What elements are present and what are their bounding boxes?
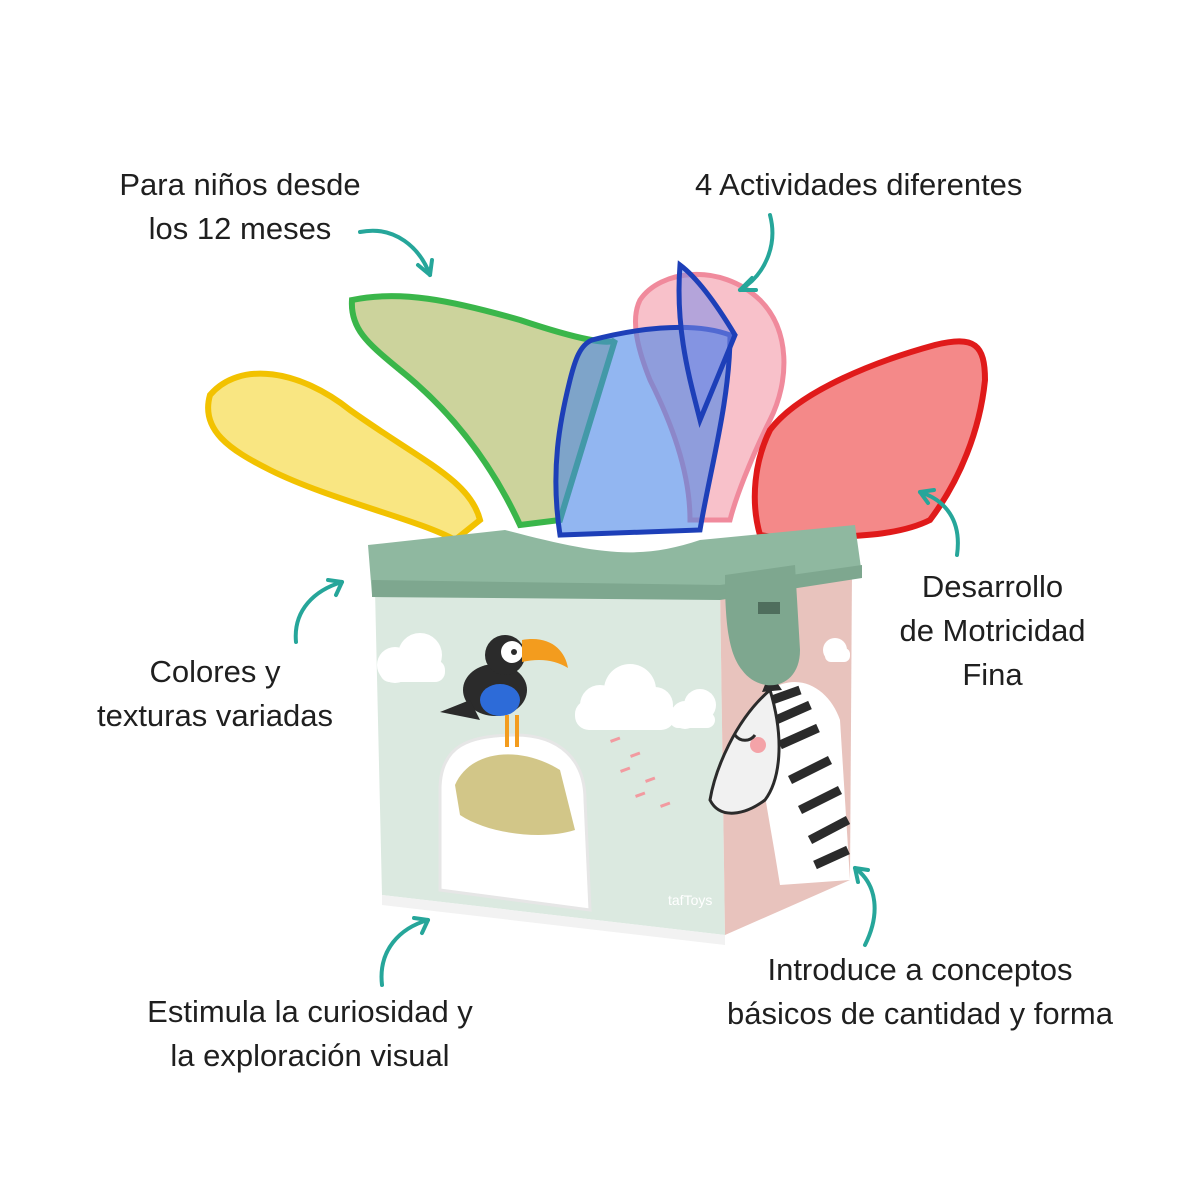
feature-motor-line3: Fina	[962, 657, 1023, 692]
toucan-icon	[440, 635, 568, 747]
feature-motor-line1: Desarrollo	[921, 569, 1064, 604]
feature-colors-label: Colores y texturas variadas	[70, 650, 360, 738]
feature-colors-line2: texturas variadas	[96, 698, 334, 733]
arrow-icon	[853, 866, 877, 947]
arrow-icon	[293, 578, 344, 644]
feature-colors-line1: Colores y	[149, 654, 281, 689]
arrows	[293, 213, 960, 987]
feature-motor-label: Desarrollo de Motricidad Fina	[870, 565, 1115, 697]
scarf-red	[751, 338, 989, 544]
scarf-yellow	[205, 370, 484, 544]
arrow-icon	[358, 228, 434, 277]
box-lid	[368, 525, 862, 686]
feature-concepts-line2: básicos de cantidad y forma	[727, 996, 1113, 1031]
feature-age-label: Para niños desde los 12 meses	[95, 163, 385, 251]
feature-curiosity-line1: Estimula la curiosidad y	[147, 994, 473, 1029]
arrow-icon	[379, 916, 430, 987]
arrow-icon	[738, 213, 775, 292]
zebra-icon	[708, 672, 851, 885]
feature-age-line1: Para niños desde	[119, 167, 361, 202]
feature-age-line2: los 12 meses	[148, 211, 332, 246]
cloud-icon	[377, 633, 675, 730]
box-side-face	[670, 570, 852, 935]
feature-curiosity-label: Estimula la curiosidad y la exploración …	[110, 990, 510, 1078]
feature-concepts-label: Introduce a conceptos básicos de cantida…	[680, 948, 1160, 1036]
feature-motor-line2: de Motricidad	[899, 613, 1086, 648]
feature-activities-line1: 4 Actividades diferentes	[695, 167, 1023, 202]
scarf-blue	[553, 260, 738, 538]
feature-activities-label: 4 Actividades diferentes	[695, 163, 1022, 207]
cloud-icon	[670, 638, 850, 729]
feature-curiosity-line2: la exploración visual	[170, 1038, 450, 1073]
brand-mark: tafToys	[668, 892, 712, 908]
box-front-face	[375, 585, 725, 935]
feature-concepts-line1: Introduce a conceptos	[767, 952, 1073, 987]
arrow-icon	[918, 488, 960, 557]
